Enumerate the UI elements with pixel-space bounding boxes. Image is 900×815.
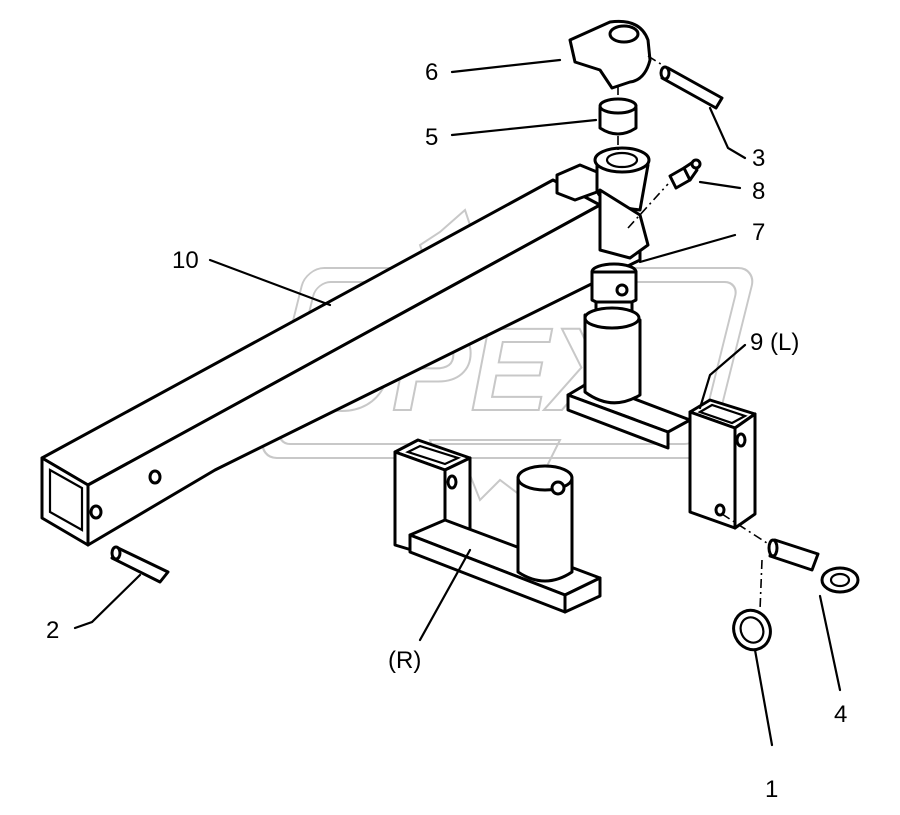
part-4-pin (767, 538, 860, 594)
callout-r: (R) (388, 647, 421, 674)
part-3-roll-pin (659, 65, 724, 110)
part-6-clamp (568, 19, 652, 90)
part-5-bushing (598, 97, 638, 136)
part-9-right-bracket (393, 438, 602, 614)
callout-4: 4 (834, 701, 847, 728)
callout-9l: 9 (L) (750, 329, 799, 356)
callout-7: 7 (752, 219, 765, 246)
callout-5: 5 (425, 124, 438, 151)
part-8-grease-nipple (668, 158, 702, 190)
part-9-left-bracket (566, 306, 757, 530)
callout-10: 10 (172, 247, 199, 274)
callout-6: 6 (425, 59, 438, 86)
callout-8: 8 (752, 178, 765, 205)
part-10-arm-tube (40, 146, 651, 547)
part-1-spring-clip (732, 608, 772, 652)
center-lines (617, 55, 771, 611)
callout-labels: 6 5 3 8 7 10 9 (L) 2 (R) 4 1 (46, 59, 847, 803)
callout-2: 2 (46, 617, 59, 644)
leader-lines (73, 58, 842, 747)
callout-1: 1 (765, 776, 778, 803)
callout-3: 3 (752, 145, 765, 172)
part-2-roll-pin (110, 545, 170, 584)
